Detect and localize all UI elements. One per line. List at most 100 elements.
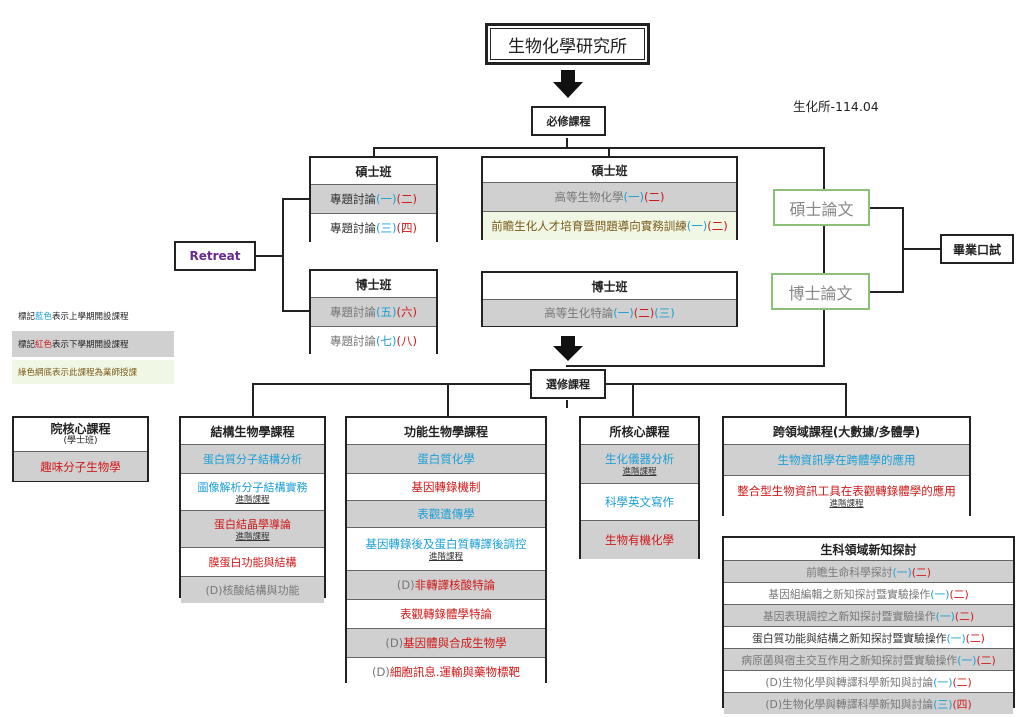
course-title-segment: 生物有機化學 [605, 533, 674, 547]
course-title-segment: (四) [952, 697, 972, 711]
course-title: (D)細胞訊息.運輸與藥物標靶 [372, 664, 520, 680]
course-item: 表觀遺傳學 [347, 500, 545, 527]
institute-core-list: 生化儀器分析進階課程科學英文寫作生物有機化學 [581, 444, 698, 559]
course-title-segment: 生化儀器分析 [605, 452, 674, 466]
phd-core-header: 博士班 [591, 279, 628, 294]
course-title-segment: 基因轉錄後及蛋白質轉譯後調控 [365, 537, 527, 551]
course-item: 表觀轉錄體學特論 [347, 599, 545, 628]
phd-seminar-box: 博士班 專題討論(五)(六)專題討論(七)(八) [309, 269, 438, 355]
elective-courses-label: 選修課程 [530, 369, 606, 399]
structural-biology-list: 蛋白質分子結構分析圖像解析分子結構實務進階課程蛋白結晶學導論進階課程膜蛋白功能與… [181, 444, 324, 603]
course-title-segment: 生物資訊學在跨體學的應用 [777, 453, 916, 467]
course-title: 蛋白結晶學導論 [214, 516, 291, 532]
course-title: 專題討論(七)(八) [330, 333, 417, 349]
college-core-list: 趣味分子生物學 [14, 451, 147, 481]
oral-exam-box: 畢業口試 [940, 234, 1014, 264]
course-title-segment: (八) [396, 334, 417, 348]
course-item: 高等生物化學(一)(二) [483, 182, 736, 211]
course-title-segment: 高等生物化學 [554, 190, 624, 204]
course-title: 趣味分子生物學 [40, 459, 121, 475]
course-item: (D)核酸結構與功能 [181, 576, 324, 603]
course-title-segment: (三) [376, 221, 397, 235]
course-title: 病原菌與宿主交互作用之新知探討暨實驗操作(一)(二) [741, 652, 995, 668]
cross-domain-box: 跨領域課程(大數據/多體學) 生物資訊學在跨體學的應用整合型生物資訊工具在表觀轉… [722, 416, 971, 516]
course-title-segment: (六) [396, 305, 417, 319]
course-item: 科學英文寫作 [581, 483, 698, 520]
masters-thesis-box: 碩士論文 [773, 189, 870, 226]
course-title-segment: (一) [376, 192, 397, 206]
course-title: 蛋白質分子結構分析 [203, 451, 302, 467]
course-item: 基因組編輯之新知探討暨實驗操作(一)(二) [724, 582, 1013, 604]
course-title-segment: (D)生物化學與轉譯科學新知與討論 [765, 675, 934, 689]
phd-core-box: 博士班 高等生化特論(一)(二)(三) [481, 271, 738, 327]
phd-core-list: 高等生化特論(一)(二)(三) [483, 299, 736, 326]
course-title: (D)基因體與合成生物學 [385, 635, 506, 651]
course-title-segment: 細胞訊息.運輸與藥物標靶 [389, 665, 520, 679]
course-title-segment: (二) [911, 565, 931, 579]
course-title: 專題討論(三)(四) [330, 220, 417, 236]
course-title-segment: 病原菌與宿主交互作用之新知探討暨實驗操作 [741, 653, 958, 667]
frontier-topics-list: 前瞻生命科學探討 (一) (二) 基因組編輯之新知探討暨實驗操作(一)(二) 基因表現調… [724, 560, 1013, 714]
advanced-course-tag: 進階課程 [235, 495, 270, 505]
course-title-segment: 表觀遺傳學 [417, 507, 475, 521]
course-title-segment: (七) [376, 334, 397, 348]
course-item: 圖像解析分子結構實務進階課程 [181, 473, 324, 510]
course-item: 基因轉錄機制 [347, 473, 545, 500]
course-title: 前瞻生化人才培育暨問題導向實務訓練(一)(二) [491, 218, 727, 234]
legend-green: 綠色網底表示此課程為業師授課 [12, 360, 174, 384]
course-title: 圖像解析分子結構實務 [198, 479, 308, 495]
course-item: 蛋白結晶學導論進階課程 [181, 510, 324, 547]
course-item: 生化儀器分析進階課程 [581, 444, 698, 483]
course-title: (D)生物化學與轉譯科學新知與討論(三)(四) [765, 696, 971, 712]
course-item: 生物有機化學 [581, 520, 698, 559]
course-title-segment: (二) [633, 306, 655, 320]
course-title-segment: (D)核酸結構與功能 [205, 584, 300, 597]
course-title-segment: (二) [976, 653, 996, 667]
cross-domain-list: 生物資訊學在跨體學的應用整合型生物資訊工具在表觀轉錄體學的應用進階課程 [724, 444, 969, 516]
course-title-segment: 非轉譯核酸特論 [414, 578, 496, 592]
advanced-course-tag: 進階課程 [235, 532, 270, 542]
course-title-segment: 前瞻生命科學探討 [806, 565, 893, 579]
masters-core-header: 碩士班 [591, 163, 628, 178]
course-title: 基因組編輯之新知探討暨實驗操作(一)(二) [768, 586, 968, 602]
course-item: 整合型生物資訊工具在表觀轉錄體學的應用進階課程 [724, 475, 969, 516]
phd-seminar-list: 專題討論(五)(六)專題討論(七)(八) [311, 297, 436, 355]
college-core-box: 院核心課程 (學士班) 趣味分子生物學 [12, 416, 149, 482]
course-item: (D)細胞訊息.運輸與藥物標靶 [347, 657, 545, 686]
course-item: 趣味分子生物學 [14, 451, 147, 481]
course-title-segment: 蛋白質功能與結構之新知探討暨實驗操作 [752, 631, 947, 645]
course-title: (D)生物化學與轉譯科學新知與討論(一)(二) [765, 674, 971, 690]
advanced-course-tag: 進階課程 [829, 499, 864, 509]
course-item: 基因轉錄後及蛋白質轉譯後調控進階課程 [347, 527, 545, 570]
course-title-segment: (一) [930, 587, 950, 601]
course-title-segment: 整合型生物資訊工具在表觀轉錄體學的應用 [737, 484, 956, 498]
masters-seminar-box: 碩士班 專題討論(一)(二)專題討論(三)(四) [309, 156, 438, 242]
course-item: 高等生化特論(一)(二)(三) [483, 299, 736, 326]
course-title: 專題討論(一)(二) [330, 191, 417, 207]
course-item: (D)非轉譯核酸特論 [347, 570, 545, 599]
course-title-segment: 圖像解析分子結構實務 [197, 481, 308, 494]
course-title: 基因轉錄機制 [412, 479, 481, 495]
course-title: 生化儀器分析 [605, 451, 674, 467]
functional-biology-list: 蛋白質化學基因轉錄機制表觀遺傳學基因轉錄後及蛋白質轉譯後調控進階課程(D)非轉譯… [347, 444, 545, 686]
course-item: 基因表現調控之新知探討暨實驗操作(一)(二) [724, 604, 1013, 626]
functional-biology-box: 功能生物學課程 蛋白質化學基因轉錄機制表觀遺傳學基因轉錄後及蛋白質轉譯後調控進階… [345, 416, 547, 686]
course-item: (D)生物化學與轉譯科學新知與討論(一)(二) [724, 670, 1013, 692]
course-title-segment: 專題討論 [330, 192, 377, 206]
course-title-segment: 專題討論 [330, 334, 377, 348]
course-title-segment: (二) [644, 190, 665, 204]
course-title: 專題討論(五)(六) [330, 304, 417, 320]
cross-domain-header: 跨領域課程(大數據/多體學) [772, 424, 921, 439]
course-title-segment: (五) [376, 305, 397, 319]
institute-core-header: 所核心課程 [609, 424, 670, 439]
course-title: 整合型生物資訊工具在表觀轉錄體學的應用 [737, 483, 956, 499]
course-title: 高等生物化學(一)(二) [555, 189, 665, 205]
course-item: 專題討論(三)(四) [311, 213, 436, 242]
course-title-segment: (二) [707, 219, 728, 233]
course-title-segment: (D) [372, 665, 390, 679]
structural-biology-header: 結構生物學課程 [210, 424, 295, 439]
course-title-segment: (一) [613, 306, 634, 320]
course-title-segment: 膜蛋白功能與結構 [208, 556, 297, 569]
course-title-segment: (二) [954, 609, 975, 623]
course-title-segment: 基因組編輯之新知探討暨實驗操作 [768, 587, 931, 601]
